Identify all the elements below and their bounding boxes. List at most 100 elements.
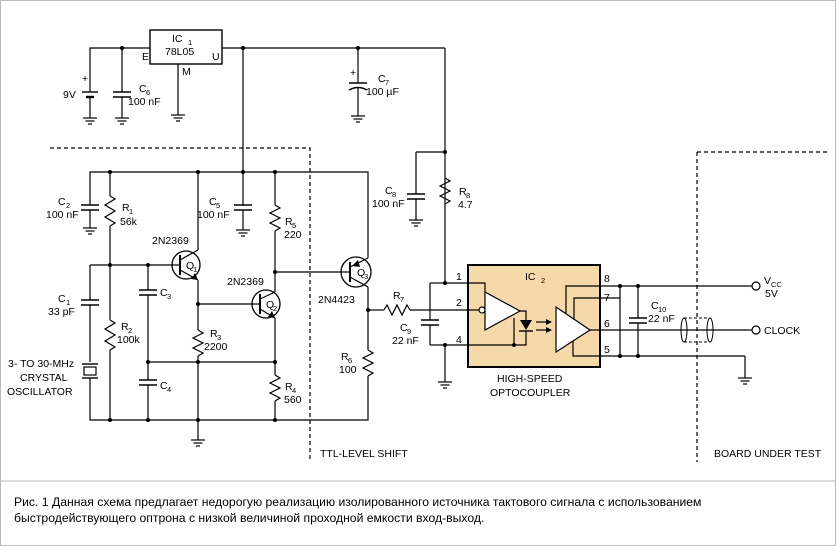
q3-ref: Q [357, 267, 365, 279]
c7-ref-sub: 7 [385, 78, 389, 87]
q1-ref-sub: 1 [193, 265, 197, 274]
r6-ref-sub: 6 [348, 356, 352, 365]
resistor-r5: R 5 220 [268, 172, 302, 292]
c2-ref-sub: 2 [66, 201, 70, 210]
optocoupler-input-section: R 7 C 8 100 nF R 8 4.7 [368, 150, 473, 389]
r2-ref: R [121, 321, 129, 333]
c6-ref: C [139, 83, 147, 95]
ic1-ref: IC [172, 33, 183, 45]
resistor-r2: R 2 100k [103, 319, 141, 420]
battery-9v: + 9V [63, 73, 98, 125]
c9-value: 22 nF [392, 335, 419, 347]
c10-value: 22 nF [648, 313, 675, 325]
capacitor-c2: C 2 100 nF [46, 192, 99, 235]
c5-ref-sub: 5 [216, 201, 220, 210]
c3-ref-sub: 3 [167, 292, 171, 301]
oscillator-label-line1: 3- TO 30-MHz [8, 358, 74, 370]
oscillator-label-line3: OSCILLATOR [7, 386, 73, 398]
c8-ref-sub: 8 [392, 190, 396, 199]
q1-part: 2N2369 [152, 235, 189, 247]
r2-value: 100k [117, 334, 141, 346]
c3-ref: C [160, 287, 168, 299]
r1-ref-sub: 1 [129, 207, 133, 216]
transistor-q3: Q 3 2N4423 [318, 256, 372, 350]
vcc-ref: V [764, 275, 771, 287]
ic1-pin-m: M [182, 66, 191, 78]
ic2-pin-1: 1 [456, 271, 462, 283]
r8-ref-sub: 8 [466, 191, 470, 200]
output-section: C 10 22 nF V CC 5V CLOCK [600, 275, 800, 385]
capacitor-c9: C 9 22 nF [392, 283, 439, 347]
r6-ref: R [341, 351, 349, 363]
ic2-pin-5: 5 [604, 344, 610, 356]
c10-ref-sub: 10 [658, 305, 666, 314]
c9-ref-sub: 9 [407, 327, 411, 336]
ttl-level-shift-section: C 2 100 nF R 1 56k R 2 100k [7, 48, 375, 447]
capacitor-c8: C 8 100 nF [372, 152, 425, 227]
optocoupler-label-line2: OPTOCOUPLER [490, 387, 571, 399]
vcc-terminal [751, 281, 761, 291]
ic1-ref-sub: 1 [188, 38, 192, 47]
ic2-pin-4: 4 [456, 334, 462, 346]
power-supply-section: IC 1 78L05 E M U + 9V C 6 [63, 29, 446, 152]
capacitor-c7: + C 7 100 µF [348, 48, 399, 123]
r8-value: 4.7 [458, 199, 473, 211]
capacitor-c4: C 4 [139, 379, 171, 420]
resistor-r6: R 6 100 [339, 349, 375, 380]
c5-value: 100 nF [197, 209, 230, 221]
coax-shield [680, 317, 714, 343]
q3-part: 2N4423 [318, 294, 355, 306]
r1-ref: R [122, 202, 130, 214]
battery-value: 9V [63, 89, 76, 101]
resistor-r3: R 3 2200 [191, 328, 228, 420]
ic2-optocoupler: IC 2 1 2 4 8 7 6 5 HIGH-SPEED OP [456, 264, 610, 399]
crystal-oscillator: 3- TO 30-MHz CRYSTAL OSCILLATOR [7, 358, 98, 398]
ic2-ref: IC [525, 271, 536, 283]
vcc-ref-sub: CC [771, 280, 782, 289]
capacitor-c1: C 1 33 pF [48, 264, 110, 362]
c2-ref: C [58, 196, 66, 208]
ic2-pin-2: 2 [456, 297, 462, 309]
ic1-pin-u: U [212, 51, 220, 63]
resistor-r1: R 1 56k [103, 172, 138, 320]
r4-ref-sub: 4 [292, 386, 296, 395]
r1-value: 56k [120, 216, 138, 228]
c1-value: 33 pF [48, 306, 75, 318]
battery-plus: + [82, 73, 88, 85]
clock-terminal [751, 325, 761, 335]
board-under-test-label: BOARD UNDER TEST [714, 448, 822, 460]
ic1-regulator: IC 1 78L05 E M U [142, 29, 223, 122]
resistor-r8: R 8 4.7 [438, 177, 473, 211]
q2-ref-sub: 2 [273, 304, 277, 313]
transistor-q1: Q 1 2N2369 [152, 172, 201, 330]
capacitor-c3: C 3 [139, 265, 171, 380]
q2-part: 2N2369 [227, 276, 264, 288]
resistor-r4: R 4 560 [268, 374, 302, 420]
ttl-region-border [50, 147, 311, 462]
c4-ref: C [160, 380, 168, 392]
r3-ref: R [210, 328, 218, 340]
optocoupler-label-line1: HIGH-SPEED [497, 373, 563, 385]
capacitor-c6: C 6 100 nF [113, 48, 161, 125]
c6-value: 100 nF [128, 96, 161, 108]
capacitor-c5: C 5 100 nF [197, 196, 252, 237]
r5-value: 220 [284, 229, 302, 241]
r6-value: 100 [339, 364, 357, 376]
c4-ref-sub: 4 [167, 385, 171, 394]
ic2-pin-8: 8 [604, 273, 610, 285]
c7-ref: C [378, 73, 386, 85]
c8-value: 100 nF [372, 198, 405, 210]
c8-ref: C [385, 185, 393, 197]
resistor-r7: R 7 [368, 290, 468, 317]
c7-plus: + [350, 67, 356, 79]
c5-ref: C [209, 196, 217, 208]
ttl-level-shift-label: TTL-LEVEL SHIFT [320, 448, 408, 460]
r5-ref: R [285, 216, 293, 228]
c7-value: 100 µF [366, 86, 399, 98]
capacitor-c10: C 10 22 nF [629, 286, 675, 356]
oscillator-label-line2: CRYSTAL [20, 372, 68, 384]
c10-ref: C [651, 300, 659, 312]
ic1-part: 78L05 [165, 46, 194, 58]
